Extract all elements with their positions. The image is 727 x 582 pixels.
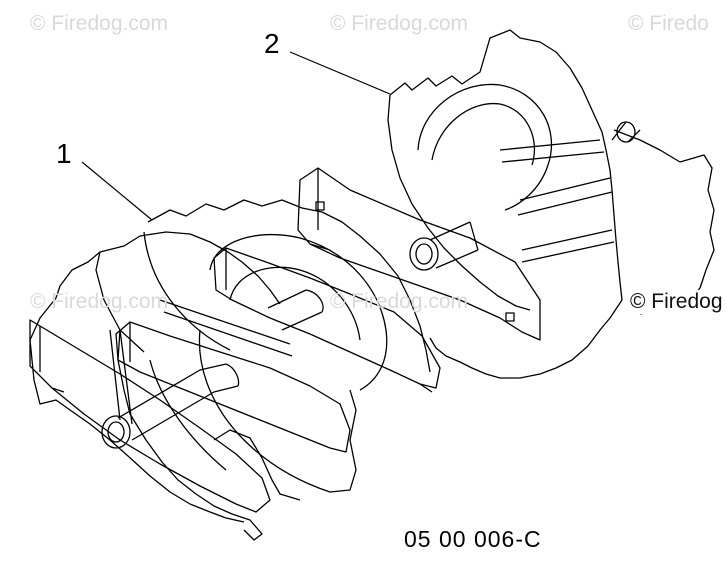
diagram-code: 05 00 006-C [404,526,542,552]
callout-part-1: 1 [56,138,72,169]
leader-line-part-1 [81,161,153,221]
watermark-top-left: © Firedog.com [30,12,169,35]
watermark-top-center: © Firedog.com [330,12,469,35]
callout-part-2: 2 [264,28,280,59]
watermark-mid-right: © Firedog [628,290,725,314]
watermark-top-right: © Firedo [628,12,709,35]
rear-auger-flighting [297,29,715,379]
leader-line-part-2 [289,51,391,95]
front-auger-flighting [29,199,441,541]
watermark-mid-center: © Firedog.com [330,290,469,313]
leader-lines [81,51,391,221]
watermark-mid-left: © Firedog.com [30,290,169,313]
